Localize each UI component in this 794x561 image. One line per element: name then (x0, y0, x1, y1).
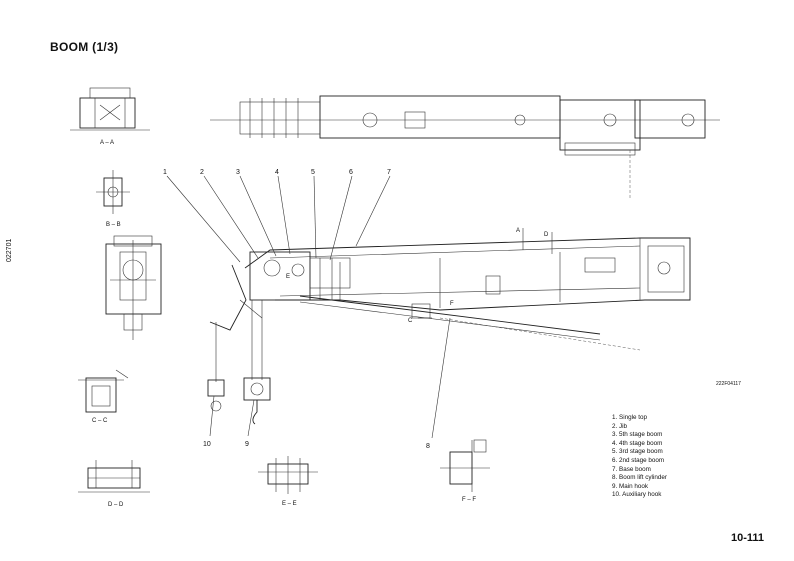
section-e-e: E – E (258, 456, 318, 507)
marker-e: E (286, 274, 290, 280)
callout-5: 5 (311, 169, 315, 176)
marker-a: A (516, 228, 520, 234)
figure-code: 222F04117 (716, 381, 741, 387)
legend-item: 10. Auxiliary hook (612, 491, 662, 499)
section-f-f: F – F (440, 439, 490, 503)
legend-item: 8. Boom lift cylinder (612, 474, 667, 482)
legend-item: 1. Single top (612, 414, 648, 421)
label-section-d-d: D – D (108, 502, 124, 508)
callout-9: 9 (245, 441, 249, 448)
marker-d: D (544, 232, 549, 238)
marker-c: C (408, 318, 413, 324)
callout-7: 7 (387, 169, 391, 176)
label-section-b-b: B – B (106, 222, 121, 228)
hook-head-detail (105, 235, 162, 340)
callout-3: 3 (236, 169, 240, 176)
label-section-f-f: F – F (462, 497, 476, 503)
callout-6: 6 (349, 169, 353, 176)
boom-top-view (210, 95, 720, 200)
label-section-e-e: E – E (282, 501, 297, 507)
section-c-c: C – C (78, 369, 129, 424)
callouts: 1 2 3 4 5 6 7 8 9 10 (163, 169, 451, 450)
callout-1: 1 (163, 169, 167, 176)
page-title: BOOM (1/3) (50, 40, 119, 54)
callout-10: 10 (203, 441, 211, 448)
boom-side-view: A D C E F (207, 228, 691, 425)
section-d-d: D – D (78, 460, 150, 508)
callout-2: 2 (200, 169, 204, 176)
page-number: 10-111 (730, 532, 764, 544)
callout-4: 4 (275, 169, 279, 176)
callout-8: 8 (426, 443, 430, 450)
legend-item: 3. 5th stage boom (612, 431, 663, 439)
legend-item: 6. 2nd stage boom (612, 456, 665, 464)
legend-item: 7. Base boom (612, 465, 651, 473)
legend-item: 5. 3rd stage boom (612, 448, 663, 456)
parts-legend: 1. Single top 2. Jib 3. 5th stage boom 4… (612, 414, 667, 500)
section-b-b: B – B (96, 170, 130, 228)
label-section-c-c: C – C (92, 418, 108, 424)
label-section-a-a: A – A (100, 140, 114, 146)
marker-f: F (450, 301, 454, 307)
legend-item: 4. 4th stage boom (612, 439, 663, 447)
legend-item: 9. Main hook (612, 482, 649, 490)
legend-item: 2. Jib (612, 422, 628, 430)
section-a-a: A – A (70, 87, 150, 146)
